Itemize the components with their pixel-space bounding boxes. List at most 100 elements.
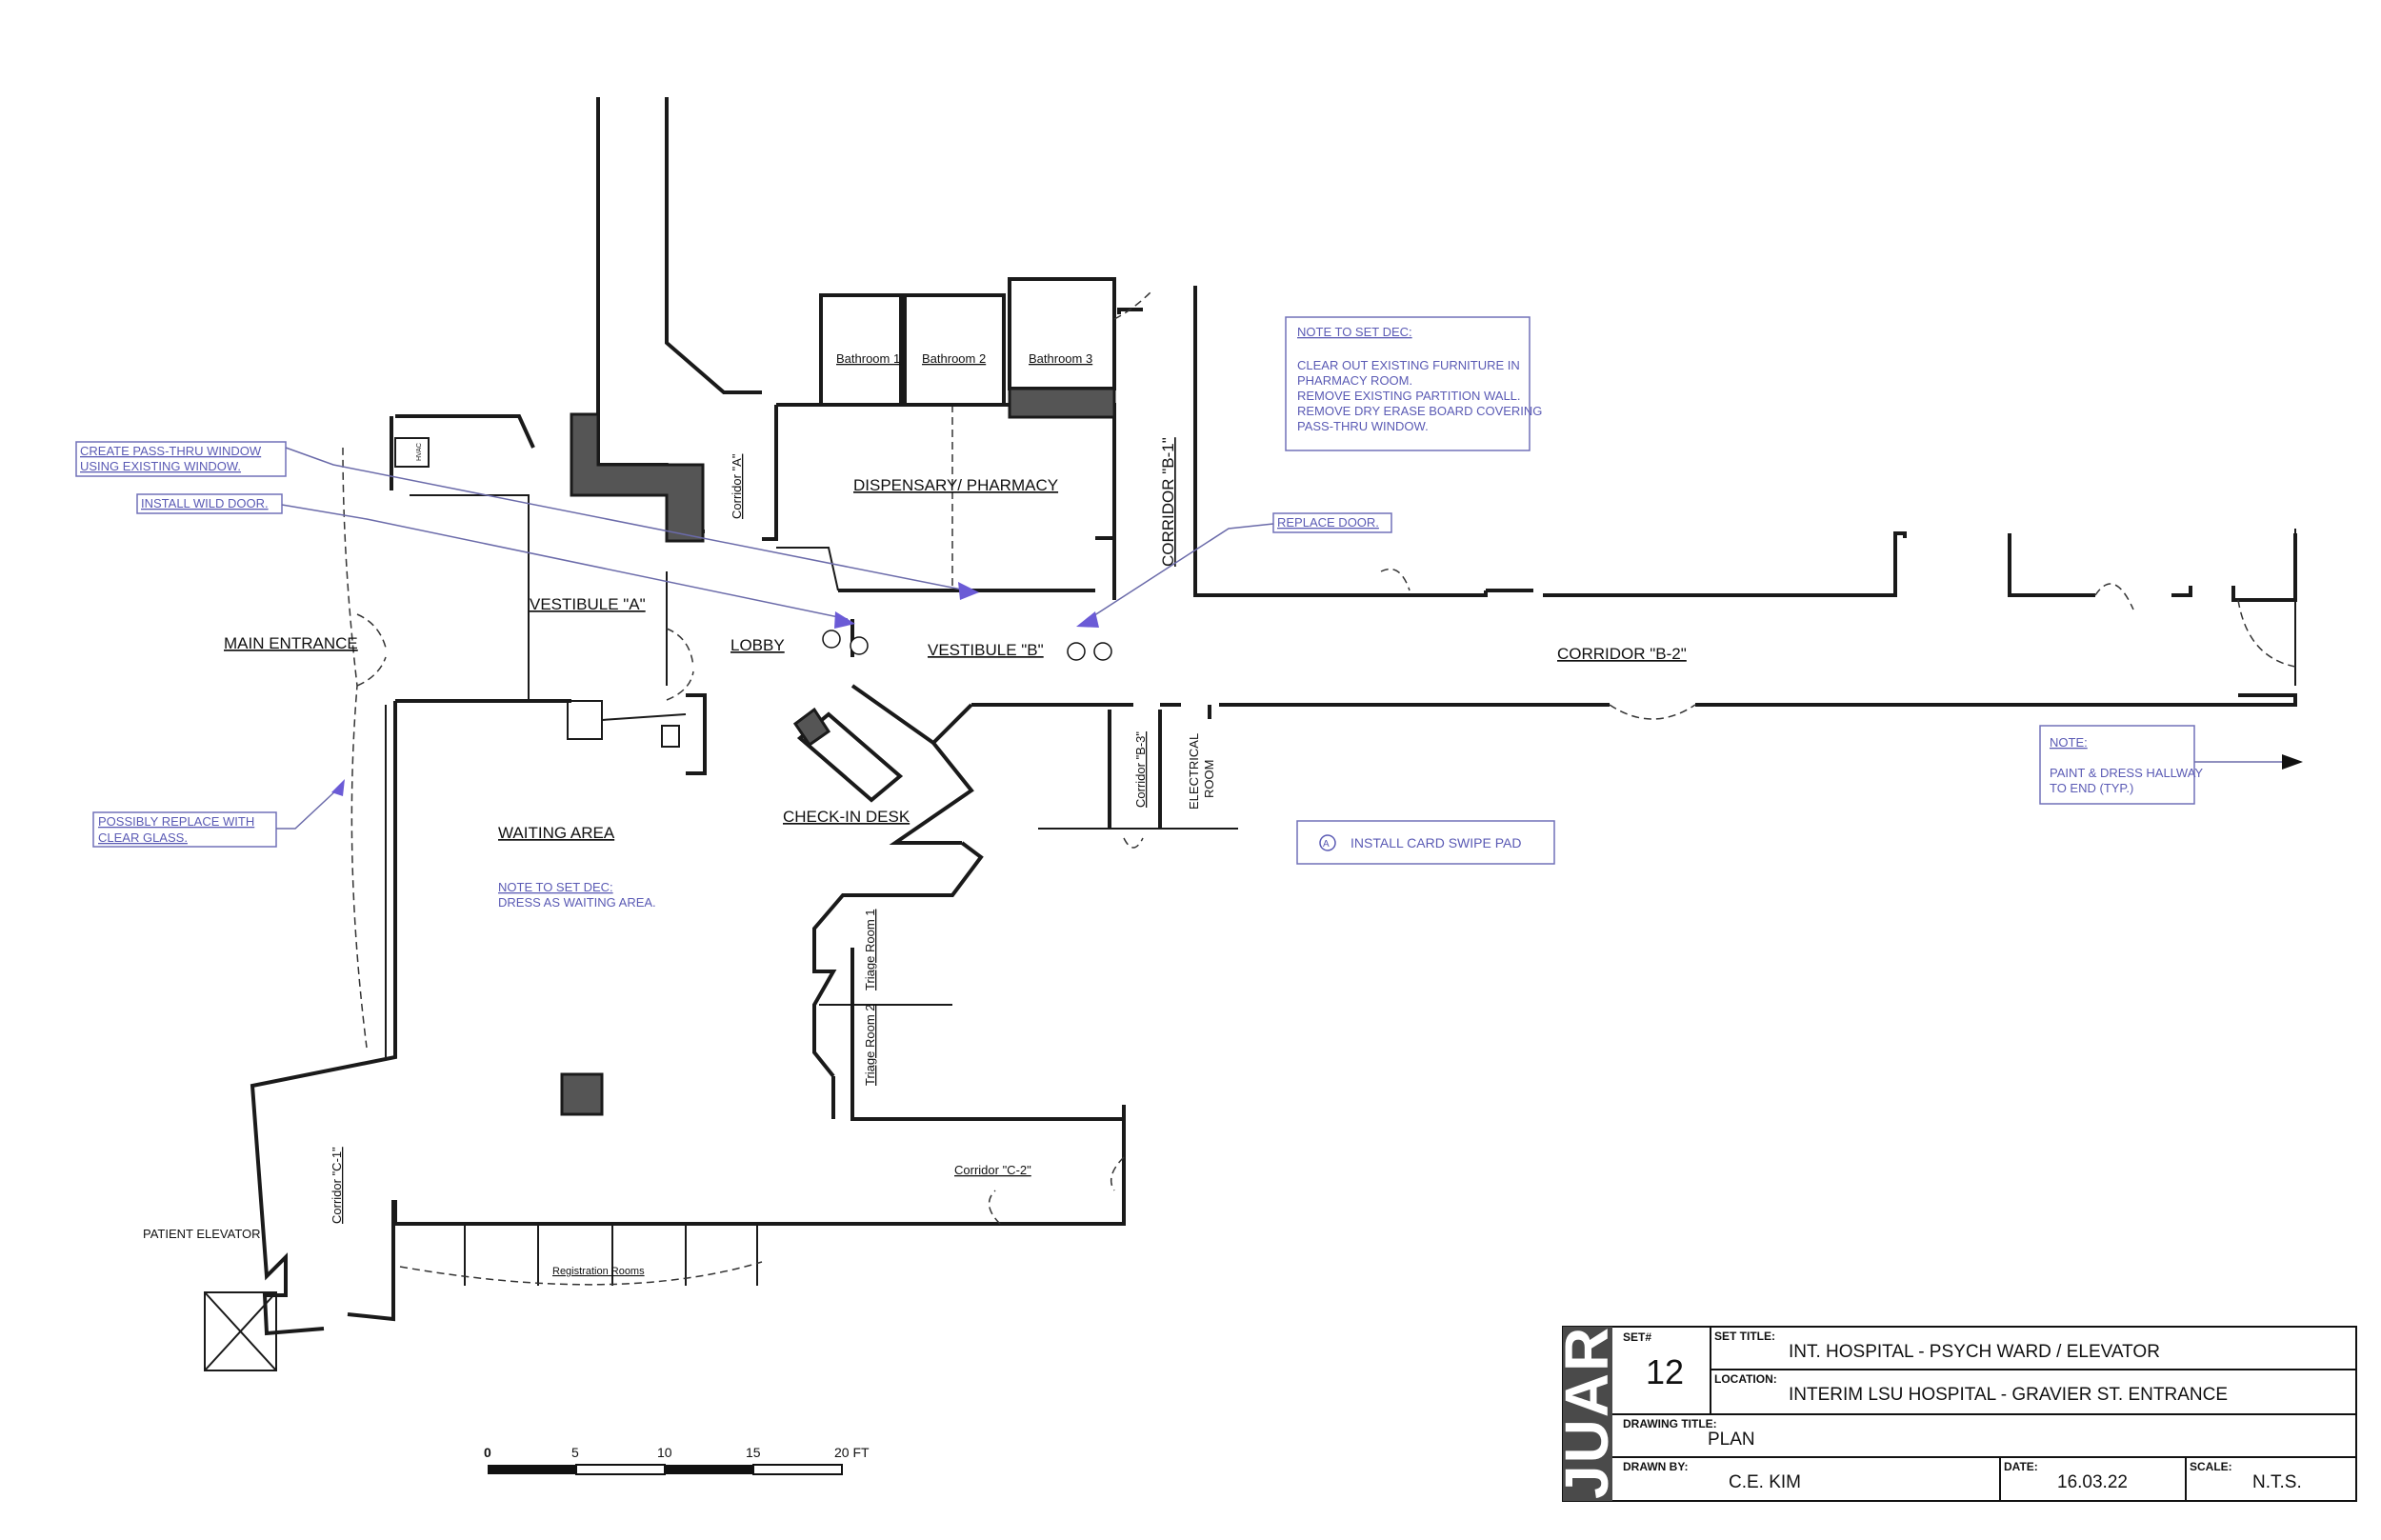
note-waiting-title: NOTE TO SET DEC: (498, 880, 613, 894)
lobby-door-swing-2 (666, 670, 694, 701)
note-hallway-2: TO END (TYP.) (2050, 781, 2133, 795)
checkin-counter-edge (850, 684, 935, 745)
label-bathroom-2: Bathroom 2 (922, 351, 986, 366)
b2-door-2 (2094, 583, 2134, 610)
legend-card-swipe-box (1296, 820, 1555, 865)
label-lobby: LOBBY (730, 636, 785, 654)
c2-door-1 (988, 1190, 1001, 1225)
note-set-dec-5: PASS-THRU WINDOW. (1297, 419, 1429, 433)
logo-panel (1563, 1327, 1612, 1501)
leader-replace-door (1085, 523, 1274, 622)
b2-door-end (2237, 599, 2296, 668)
vestibule-a-north (395, 414, 535, 449)
label-hvac: HVAC (416, 443, 423, 461)
arrow-pass-thru (958, 582, 979, 600)
scale-seg-2 (575, 1464, 666, 1475)
note-replace-door-box (1272, 512, 1392, 533)
tb-date-label: DATE: (2004, 1460, 2038, 1473)
note-pass-thru-box (75, 441, 287, 477)
scale-label-5: 5 (571, 1445, 579, 1460)
checkin-east-wall (889, 703, 974, 845)
vestibule-a-inner (410, 494, 530, 700)
note-set-dec-2: PHARMACY ROOM. (1297, 373, 1412, 388)
card-swipe-markers (822, 630, 1112, 661)
corridor-c2-east (1000, 1105, 1126, 1226)
tb-date-value: 16.03.22 (2057, 1472, 2128, 1492)
label-corridor-b3: Corridor "B-3" (1133, 731, 1148, 808)
tb-set-label: SET# (1623, 1330, 1651, 1344)
chair (661, 725, 680, 748)
structural-column-a (570, 412, 705, 543)
card-swipe-marker-2 (850, 636, 869, 655)
b2-south-2 (1695, 693, 2297, 707)
b2-north-5 (2231, 586, 2297, 602)
tb-set-title-value: INT. HOSPITAL - PSYCH WARD / ELEVATOR (1789, 1342, 2160, 1362)
waiting-west-wall (250, 701, 397, 1336)
arrow-glass (331, 779, 345, 796)
bathroom-3-walls (1008, 277, 1116, 390)
note-set-dec-title: NOTE TO SET DEC: (1297, 325, 1412, 339)
bathroom-1-walls (819, 293, 903, 407)
tb-drawn-by-label: DRAWN BY: (1623, 1460, 1688, 1473)
legend-card-swipe-symbol (1319, 834, 1336, 851)
note-set-dec-3: REMOVE EXISTING PARTITION WALL. (1297, 389, 1521, 403)
lobby-door-swing-1 (666, 628, 694, 668)
corridor-b1-west-low (1095, 536, 1116, 600)
hvac-unit (394, 437, 430, 468)
registration-door-arc (399, 1261, 763, 1286)
curved-glass-facade (342, 447, 368, 1049)
label-corridor-c1: Corridor "C-1" (330, 1147, 344, 1224)
dispensary-north-east-wall (776, 403, 1116, 538)
entry-door-swing-2 (356, 656, 387, 687)
legend-card-swipe-letter: A (1323, 839, 1330, 850)
label-vestibule-b: VESTIBULE "B" (928, 641, 1044, 659)
b1-door (1113, 290, 1153, 320)
check-in-desk-block (792, 707, 831, 748)
label-electrical-2: ROOM (1202, 760, 1216, 798)
tb-set-title-label: SET TITLE: (1714, 1330, 1775, 1343)
leader-glass (276, 788, 339, 830)
note-pass-thru-line2: USING EXISTING WINDOW. (80, 459, 241, 473)
corridor-b1-east (1193, 286, 1488, 597)
label-check-in-desk: CHECK-IN DESK (783, 808, 910, 826)
walls (204, 97, 2297, 1371)
elevator-shaft (204, 1291, 277, 1371)
scale-seg-3 (665, 1465, 753, 1474)
bathroom-2-walls (903, 293, 1006, 407)
logo-juarez: JUAREZ (1552, 1244, 1621, 1499)
label-waiting-area: WAITING AREA (498, 824, 615, 842)
note-hallway-box (2039, 725, 2195, 805)
label-bathroom-1: Bathroom 1 (836, 351, 900, 366)
arrow-replace-door (1076, 611, 1099, 628)
note-pass-thru-line1: CREATE PASS-THRU WINDOW (80, 444, 262, 458)
note-hallway-1: PAINT & DRESS HALLWAY (2050, 766, 2203, 780)
note-wild-door-box (136, 493, 283, 514)
tb-scale-label: SCALE: (2190, 1460, 2232, 1473)
label-triage-1: Triage Room 1 (863, 910, 877, 991)
dispensary-west-wall (762, 405, 778, 541)
note-waiting-1: DRESS AS WAITING AREA. (498, 895, 656, 910)
tb-drawing-title-label: DRAWING TITLE: (1623, 1417, 1717, 1430)
tb-scale-value: N.T.S. (2252, 1472, 2302, 1492)
card-swipe-marker-3 (1067, 642, 1086, 661)
b2-door-1 (1380, 568, 1411, 591)
arrow-hallway (2282, 754, 2303, 770)
tb-drawing-title-value: PLAN (1708, 1430, 1755, 1450)
arrow-wild-door (834, 611, 855, 629)
bathroom-3-shaft (1008, 387, 1116, 419)
b2-south-door (1609, 704, 1696, 720)
note-set-dec-1: CLEAR OUT EXISTING FURNITURE IN (1297, 358, 1520, 372)
entry-door-swing-1 (356, 613, 387, 649)
label-registration-rooms: Registration Rooms (552, 1266, 645, 1277)
note-replace-door: REPLACE DOOR. (1277, 515, 1379, 530)
title-block: JUAREZ SET# 12 SET TITLE: INT. HOSPITAL … (1552, 1244, 2357, 1502)
legend-card-swipe-text: INSTALL CARD SWIPE PAD (1351, 835, 1521, 850)
note-glass-line1: POSSIBLY REPLACE WITH (98, 814, 254, 829)
scale-bar: 0 5 10 15 20 FT (484, 1445, 870, 1475)
tb-drawn-by-value: C.E. KIM (1729, 1472, 1801, 1492)
room-labels: Bathroom 1 Bathroom 2 Bathroom 3 DISPENS… (143, 351, 1687, 1277)
scale-label-20: 20 FT (834, 1445, 870, 1460)
note-wild-door: INSTALL WILD DOOR. (141, 496, 269, 510)
leader-pass-thru (285, 447, 968, 591)
